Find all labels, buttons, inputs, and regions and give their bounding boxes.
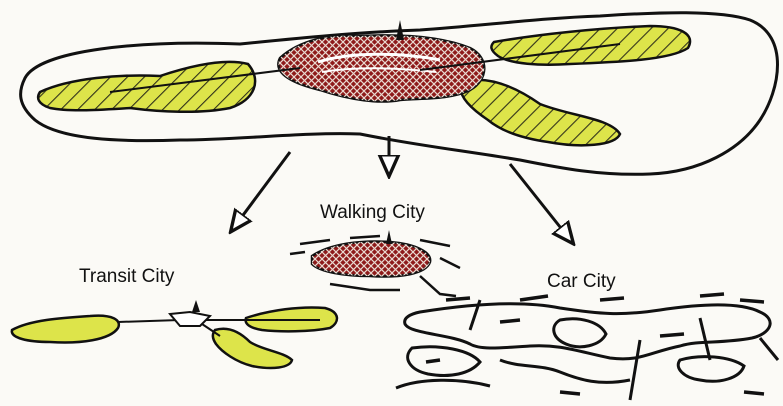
arrow-to-car-city — [510, 164, 572, 242]
arrow-to-transit-city — [232, 152, 290, 230]
transformation-arrows — [232, 136, 572, 242]
car-city-sketch — [396, 294, 778, 400]
transit-city-sketch — [12, 300, 337, 368]
transit-city-label: Transit City — [79, 267, 174, 286]
combined-city — [21, 13, 778, 175]
car-city-label: Car City — [547, 272, 616, 291]
walking-city-label: Walking City — [320, 203, 425, 222]
walking-city-sketch — [290, 230, 460, 296]
